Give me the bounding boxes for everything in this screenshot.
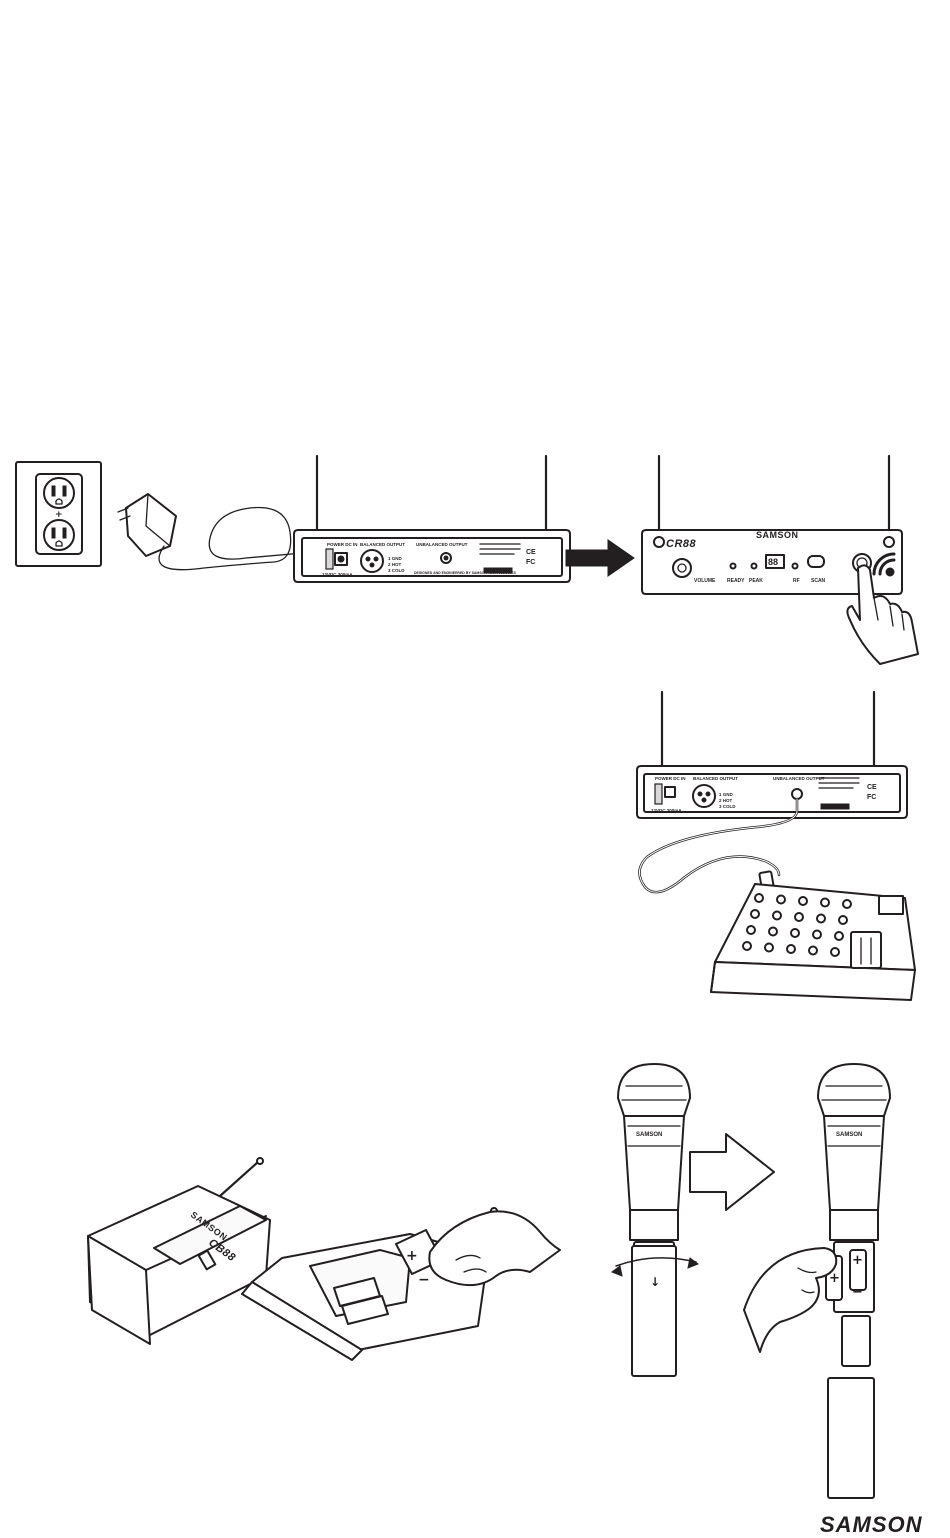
mixer-knob	[754, 893, 764, 903]
svg-text:FC: FC	[867, 794, 876, 801]
figure-beltpack: SAMSON CB88 + −	[80, 1156, 561, 1361]
unbalanced-output-label: UNBALANCED OUTPUT	[416, 542, 468, 547]
mixer-knob	[746, 925, 756, 935]
mixer-knob	[790, 928, 800, 938]
channel-display: 88	[768, 557, 778, 567]
mixer-knob	[808, 945, 818, 956]
beltpack-closed: SAMSON CB88	[87, 1157, 271, 1345]
svg-text:SAMSON: SAMSON	[836, 1132, 862, 1138]
svg-text:+: +	[55, 510, 63, 520]
svg-text:1 GND: 1 GND	[388, 556, 403, 561]
arrow-down-icon: ↓	[650, 1275, 660, 1289]
mixer-icon	[710, 883, 916, 1001]
mixer-knob	[812, 929, 822, 940]
svg-text:SAMSON: SAMSON	[636, 1132, 662, 1138]
battery-minus: −	[418, 1272, 430, 1288]
svg-text:VOLUME: VOLUME	[694, 578, 716, 584]
balanced-output-label: BALANCED OUTPUT	[360, 542, 405, 547]
svg-text:CE: CE	[526, 549, 536, 556]
svg-text:BALANCED OUTPUT: BALANCED OUTPUT	[693, 776, 738, 781]
mixer-knob	[786, 944, 796, 954]
front-brand: SAMSON	[756, 530, 799, 540]
mic-battery-minus: −	[852, 1285, 863, 1300]
footer-brand-logo: SAMSON	[820, 1512, 923, 1537]
receiver-back-panel: POWER DC IN 12VDC 300mA BALANCED OUTPUT …	[293, 454, 571, 583]
mixer-knob	[834, 931, 844, 941]
svg-text:2 HOT: 2 HOT	[719, 798, 733, 803]
model-logo: CR88	[666, 538, 697, 550]
power-adapter-icon	[117, 493, 315, 571]
svg-text:12VDC 300mA: 12VDC 300mA	[651, 808, 682, 813]
wall-outlet-icon: +	[15, 461, 102, 567]
mixer-knob	[776, 894, 786, 905]
mixer-knob	[764, 942, 774, 953]
wireless-signal-icon	[872, 552, 896, 577]
handheld-mic-closed: SAMSON ↓	[610, 1063, 700, 1377]
svg-text:READY: READY	[727, 578, 745, 584]
figure-power-connection: + POWER DC IN 12VDC 300mA BALANCED OUTPU…	[14, 446, 574, 596]
beltpack-open: + −	[241, 1207, 561, 1361]
mic-battery-plus: +	[852, 1253, 863, 1268]
figure-receiver-front: CR88 SAMSON VOLUME READY PEAK 88 RF SCAN	[636, 450, 936, 670]
mixer-knob	[830, 947, 840, 957]
mixer-knob	[772, 910, 782, 921]
svg-text:SCAN: SCAN	[811, 578, 826, 584]
hand-pressing-icon	[846, 564, 919, 665]
mixer-knob	[838, 915, 848, 925]
mixer-knob	[768, 926, 778, 937]
mixer-knob	[842, 899, 852, 909]
mixer-knob	[794, 912, 804, 922]
arrow-right-icon	[565, 539, 636, 577]
svg-text:1 GND: 1 GND	[719, 792, 734, 797]
svg-text:DESIGNED AND ENGINEERED BY SAM: DESIGNED AND ENGINEERED BY SAMSON TECHNO…	[414, 571, 517, 575]
svg-text:CE: CE	[867, 784, 877, 791]
svg-text:3 COLD: 3 COLD	[719, 804, 736, 809]
svg-text:RF: RF	[793, 578, 800, 584]
svg-text:3 COLD: 3 COLD	[388, 568, 405, 573]
svg-text:POWER DC IN: POWER DC IN	[655, 776, 686, 781]
mixer-knob	[816, 913, 826, 924]
svg-text:UNBALANCED OUTPUT: UNBALANCED OUTPUT	[773, 776, 825, 781]
mixer-knob	[742, 941, 752, 951]
svg-text:PEAK: PEAK	[749, 578, 763, 584]
svg-text:FC: FC	[526, 559, 535, 566]
battery-plus: +	[406, 1248, 418, 1264]
power-rating: 12VDC 300mA	[322, 572, 353, 577]
figure-handheld-battery: SAMSON ↓ SAMSON + − +	[594, 1060, 894, 1500]
mixer-knob	[750, 909, 760, 919]
power-label: POWER DC IN	[327, 542, 358, 547]
mixer-knob	[798, 896, 808, 906]
figure-mixer-connection: POWER DC IN 12VDC 300mA BALANCED OUTPUT …	[625, 686, 925, 1021]
outline-arrow-right-icon	[689, 1133, 775, 1211]
mixer-knob	[820, 897, 830, 908]
svg-text:+: +	[829, 1271, 840, 1286]
svg-text:2 HOT: 2 HOT	[388, 562, 402, 567]
handheld-mic-open: SAMSON + − +	[743, 1063, 891, 1499]
